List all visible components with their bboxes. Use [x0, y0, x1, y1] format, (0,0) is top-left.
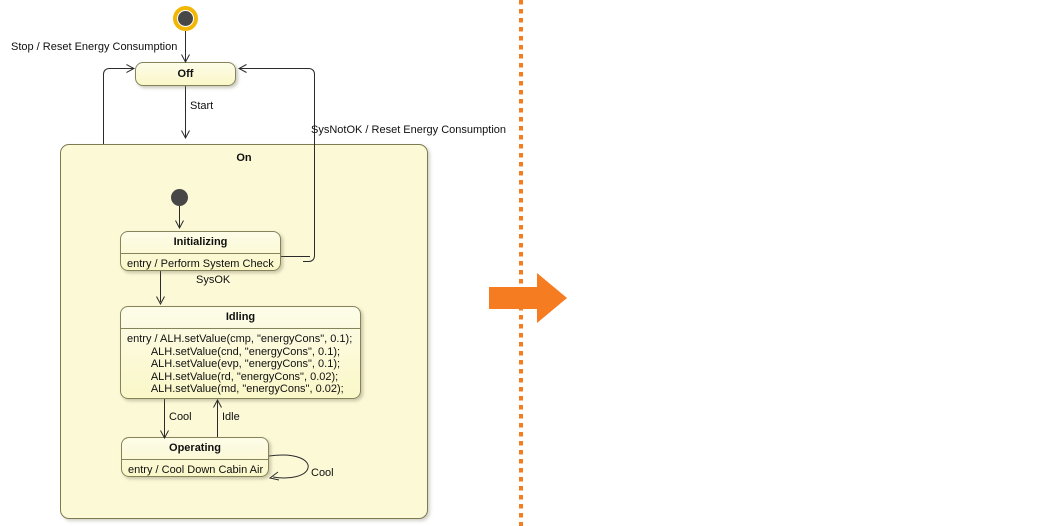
arrowhead-oninit [175, 220, 184, 229]
label-start: Start [190, 100, 214, 112]
label-stop-transition: Stop / Reset Energy Consumption [11, 41, 178, 53]
edge-stop-vertical [103, 74, 104, 144]
state-on-label: On [236, 152, 252, 164]
edge-cool-down [164, 399, 165, 437]
edge-sysnotok-vertical [314, 74, 315, 251]
label-cool-self: Cool [311, 467, 334, 479]
state-initializing-label: Initializing [173, 236, 228, 248]
edge-oninit-to-initializing [179, 206, 180, 228]
arrowhead-idle-up [213, 399, 222, 408]
arrowhead-start [181, 130, 190, 139]
self-transition-loop-operating [268, 454, 309, 481]
label-sysok: SysOK [196, 274, 231, 286]
state-idling-label: Idling [225, 311, 256, 323]
state-operating[interactable]: Operating entry / Cool Down Cabin Air [121, 437, 269, 477]
label-idle: Idle [222, 411, 240, 423]
state-off[interactable]: Off [135, 62, 236, 86]
edge-initial-to-off [185, 31, 186, 62]
state-idling[interactable]: Idling entry / ALH.setValue(cmp, "energy… [120, 306, 361, 399]
diagram-panel-after: Stop / Reset Energy Consumption Off Star… [522, 0, 1044, 526]
arrowhead-sysnotok-to-off [238, 64, 247, 73]
label-cool: Cool [169, 411, 192, 423]
orange-right-arrow [489, 273, 567, 323]
arrowhead-initial-to-off [181, 54, 190, 63]
edge-sysnotok-corner-lower [303, 250, 315, 262]
edge-start [185, 86, 186, 138]
state-initializing-divider [121, 253, 280, 254]
arrowhead-stop-to-off [126, 64, 135, 73]
initial-pseudostate-selected[interactable] [173, 6, 198, 31]
state-off-label: Off [177, 68, 194, 80]
orange-dotted-divider [519, 0, 523, 526]
state-initializing-body: entry / Perform System Check [127, 258, 274, 270]
state-initializing[interactable]: Initializing entry / Perform System Chec… [120, 231, 281, 271]
edge-sysnotok-upper [240, 68, 304, 69]
state-idling-divider [121, 328, 360, 329]
initial-pseudostate-on[interactable] [171, 189, 188, 206]
label-sysnotok: SysNotOK / Reset Energy Consumption [311, 124, 507, 136]
edge-idle-up [217, 401, 218, 438]
arrowhead-cool-down [160, 430, 169, 439]
edge-stop-corner [103, 68, 115, 80]
state-idling-body: entry / ALH.setValue(cmp, "energyCons", … [127, 333, 353, 396]
state-operating-divider [122, 459, 268, 460]
state-operating-body: entry / Cool Down Cabin Air [128, 464, 264, 476]
arrowhead-sysok [156, 296, 165, 305]
edge-sysnotok-lower [281, 256, 310, 257]
state-operating-label: Operating [169, 442, 221, 454]
edge-stop-horizontal [114, 68, 133, 69]
diagram-panel-before: Stop / Reset Energy Consumption Off Star… [0, 0, 522, 526]
edge-sysok [160, 271, 161, 302]
edge-sysnotok-corner-upper [303, 68, 315, 80]
